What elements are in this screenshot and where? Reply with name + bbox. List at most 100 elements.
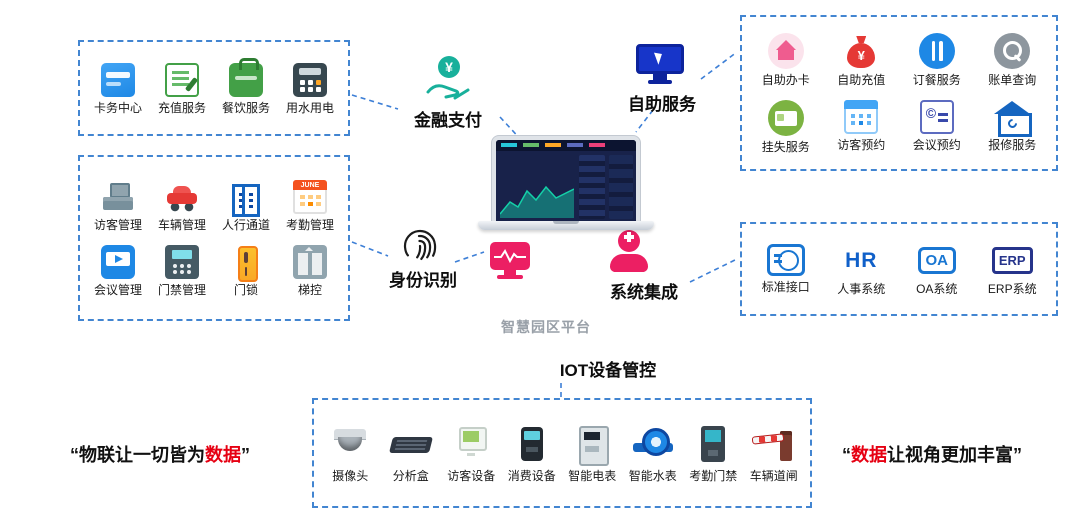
item-label: 智能电表 <box>568 468 617 483</box>
meeting-screen-icon <box>101 245 135 279</box>
item-label: 考勤管理 <box>285 218 334 232</box>
dashboard-panel <box>579 155 605 219</box>
item-label: ERP系统 <box>987 281 1037 296</box>
laptop-screen <box>492 136 640 222</box>
item-vehicle-mgmt: 车辆管理 <box>151 180 213 231</box>
item-label: 摄像头 <box>332 468 369 483</box>
self-service-label: 自助服务 <box>628 95 696 114</box>
item-label: 充值服务 <box>157 100 206 115</box>
item-recharge-service: 充值服务 <box>151 62 213 115</box>
item-label: OA系统 <box>916 281 958 296</box>
finance-label: 金融支付 <box>414 111 482 130</box>
identity-label: 身份识别 <box>389 271 457 290</box>
left-quote: “物联让一切皆为数据” <box>70 441 250 467</box>
oa-icon: OA <box>917 244 956 278</box>
dashboard-header <box>496 140 636 151</box>
item-label: 消费设备 <box>507 468 556 483</box>
item-water-meter: 智能水表 <box>624 425 682 482</box>
attendance-calendar-icon: JUNE <box>293 180 327 214</box>
item-water-electricity: 用水用电 <box>279 62 341 115</box>
turnstile-icon <box>229 180 263 217</box>
item-self-card: 自助办卡 <box>749 33 823 86</box>
barrier-gate-icon <box>752 425 796 465</box>
monitor-stand <box>648 74 672 84</box>
item-visitor-device: 访客设备 <box>442 425 500 482</box>
hr-icon: HR <box>845 248 878 272</box>
electric-meter-icon <box>570 425 614 466</box>
item-meeting-booking: © 会议预约 <box>900 100 974 153</box>
item-meal-order: 订餐服务 <box>900 33 974 86</box>
item-label: 门禁管理 <box>157 283 206 297</box>
item-vehicle-gate: 车辆道闸 <box>745 425 803 482</box>
platform-title: 智慧园区平台 <box>501 319 591 335</box>
item-hr-system: HR 人事系统 <box>824 244 898 295</box>
item-label: 自助充值 <box>837 73 886 87</box>
item-attendance-access: 考勤门禁 <box>684 425 742 482</box>
identity-management-panel: 访客管理 车辆管理 人行通道 JUNE 考勤管理 会议管理 门禁管理 门锁 <box>78 155 350 321</box>
item-electric-meter: 智能电表 <box>563 425 621 482</box>
loss-card-icon <box>767 100 804 136</box>
pulse-wave-icon <box>494 249 526 264</box>
item-repair-service: 报修服务 <box>975 100 1049 153</box>
item-analysis-box: 分析盒 <box>382 425 440 482</box>
item-bill-query: 账单查询 <box>975 33 1049 86</box>
quote-text: 让视角更加丰富 <box>887 445 1013 465</box>
integration-person-icon <box>604 230 654 276</box>
interface-globe-icon <box>766 243 805 276</box>
repair-house-icon <box>993 100 1033 137</box>
analysis-box-icon <box>389 425 433 465</box>
item-self-recharge: ¥ 自助充值 <box>824 33 898 86</box>
money-bag-icon: ¥ <box>843 33 879 69</box>
cutlery-icon <box>918 33 955 69</box>
wrench-icon <box>1006 117 1020 130</box>
card-services-panel: 卡务中心 充值服务 餐饮服务 用水用电 <box>78 40 350 136</box>
dashboard-chart <box>500 185 574 218</box>
home-icon <box>767 33 804 69</box>
item-visitor-mgmt: 访客管理 <box>87 180 149 231</box>
item-label: 门锁 <box>233 283 258 297</box>
dashboard-panel <box>609 155 633 219</box>
iot-section-title: IOT设备管控 <box>559 361 657 380</box>
finance-payment-icon: ¥ <box>422 54 474 104</box>
item-access-control: 门禁管理 <box>151 245 213 296</box>
quote-open: “ <box>842 445 851 465</box>
item-label: 人事系统 <box>837 281 886 296</box>
fingerprint-icon <box>396 222 444 270</box>
attendance-terminal-icon <box>691 425 735 465</box>
self-service-computer-icon <box>636 44 686 88</box>
copyright-sign: © <box>925 105 937 121</box>
item-camera: 摄像头 <box>321 425 379 482</box>
erp-icon: ERP <box>991 244 1033 278</box>
card-icon <box>101 62 135 97</box>
platform-laptop <box>478 136 654 230</box>
item-attendance-mgmt: JUNE 考勤管理 <box>279 180 341 231</box>
visitor-terminal-icon <box>449 425 493 465</box>
item-label: 餐饮服务 <box>221 100 270 115</box>
item-label: 卡务中心 <box>93 100 142 115</box>
item-label: 车辆道闸 <box>749 468 798 483</box>
person-body <box>610 254 648 272</box>
monitor-base <box>497 275 523 279</box>
quote-highlight: 数据 <box>205 445 241 465</box>
quote-open: “ <box>70 445 79 465</box>
item-label: 账单查询 <box>988 73 1037 87</box>
recharge-doc-icon <box>165 62 199 97</box>
svg-text:¥: ¥ <box>445 59 453 75</box>
item-label: 报修服务 <box>988 138 1037 152</box>
calendar-month-text: JUNE <box>300 182 320 189</box>
item-oa-system: OA OA系统 <box>900 244 974 295</box>
item-dining-service: 餐饮服务 <box>215 57 277 115</box>
item-pos-device: 消费设备 <box>503 425 561 482</box>
item-label: 自助办卡 <box>761 73 810 87</box>
item-label: 访客设备 <box>447 468 496 483</box>
item-label: 用水用电 <box>285 100 334 115</box>
quote-text: 物联让一切皆为 <box>79 445 205 465</box>
item-pedestrian-passage: 人行通道 <box>215 180 277 231</box>
dining-box-icon <box>229 57 263 97</box>
booking-calendar-icon <box>844 100 879 134</box>
laptop-base <box>478 221 654 230</box>
right-quote: “数据让视角更加丰富” <box>842 441 1022 467</box>
item-label: 访客预约 <box>837 138 886 152</box>
pulse-monitor-icon <box>490 242 530 286</box>
